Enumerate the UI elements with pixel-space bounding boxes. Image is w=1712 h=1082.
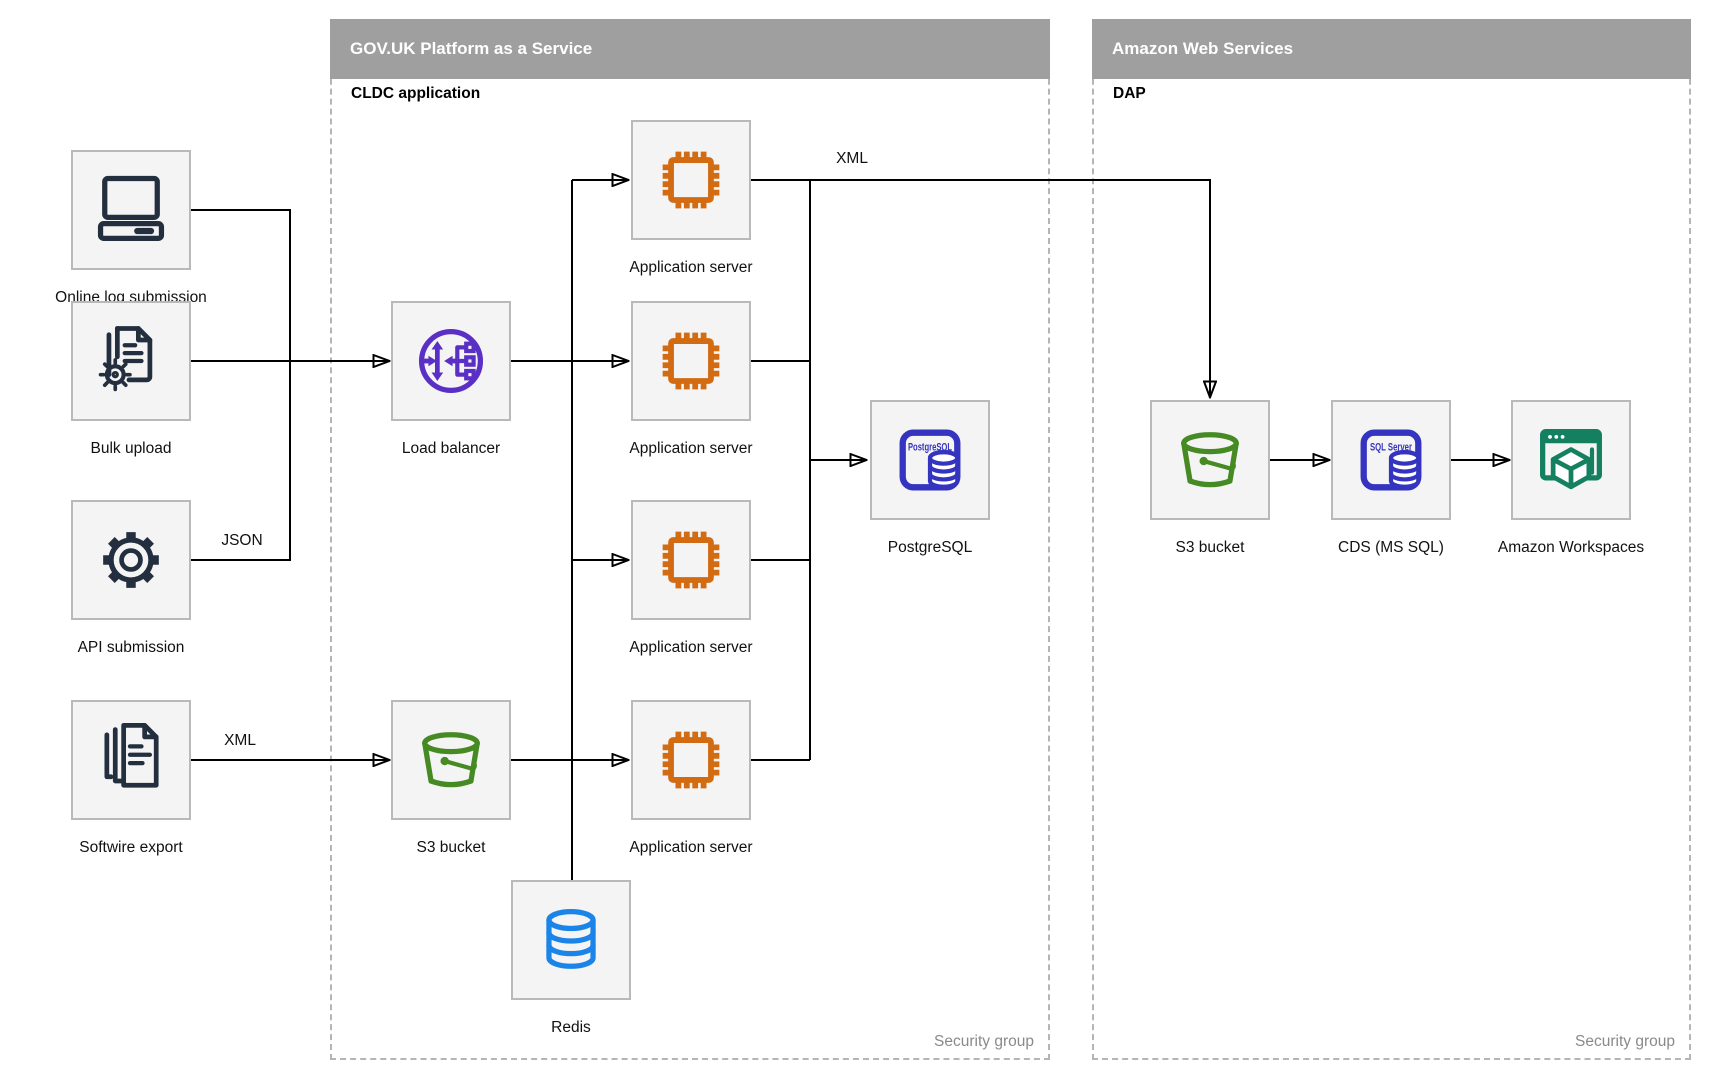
- node-api-submission: API submission: [71, 500, 191, 656]
- s3-bucket-icon: [1181, 432, 1239, 488]
- node-s3-bucket-paas: S3 bucket: [391, 700, 511, 856]
- node-label: API submission: [77, 639, 185, 656]
- sql-server-database-icon: SQL Server: [1360, 429, 1422, 491]
- node-application-server-3: Application server: [629, 500, 753, 656]
- node-redis: Redis: [511, 880, 631, 1036]
- node-postgresql: PostgreSQL PostgreSQL: [870, 400, 990, 556]
- node-application-server-4: Application server: [629, 700, 753, 856]
- node-label: Application server: [629, 639, 753, 656]
- node-label: Softwire export: [79, 839, 183, 856]
- node-label: Application server: [629, 440, 753, 457]
- node-load-balancer: Load balancer: [391, 301, 511, 457]
- node-s3-bucket-aws: S3 bucket: [1150, 400, 1270, 556]
- chip-icon: [662, 531, 720, 589]
- cldc-application-label: CLDC application: [351, 85, 481, 102]
- wire-onlinelog-api-join: [191, 209, 291, 561]
- node-label: CDS (MS SQL): [1338, 539, 1444, 556]
- aws-title: Amazon Web Services: [1112, 39, 1294, 58]
- node-application-server-2: Application server: [629, 301, 753, 457]
- node-bulk-upload: Bulk upload: [71, 301, 191, 457]
- node-softwire-export: Softwire export: [71, 700, 191, 856]
- govuk-security-group-label: Security group: [934, 1033, 1034, 1050]
- s3-bucket-icon: [422, 732, 480, 788]
- edge-label-xml-to-aws: XML: [833, 150, 871, 168]
- document-gear-icon: [98, 326, 153, 392]
- govuk-paas-header: GOV.UK Platform as a Service: [330, 19, 1050, 79]
- edge-label-xml-softwire: XML: [221, 732, 259, 750]
- documents-stack-icon: [104, 722, 159, 788]
- node-label: Bulk upload: [90, 440, 172, 457]
- node-amazon-workspaces: Amazon Workspaces: [1498, 400, 1644, 556]
- chip-icon: [662, 332, 720, 390]
- aws-header: Amazon Web Services: [1092, 19, 1691, 79]
- node-label: Application server: [629, 259, 753, 276]
- govuk-paas-title: GOV.UK Platform as a Service: [350, 39, 593, 58]
- load-balancer-icon: [418, 328, 484, 394]
- chip-icon: [662, 151, 720, 209]
- gear-icon: [103, 532, 159, 588]
- aws-container: Amazon Web Services DAP Security group: [1092, 19, 1691, 1060]
- node-label: Load balancer: [401, 440, 501, 457]
- node-label: S3 bucket: [1175, 539, 1245, 556]
- node-label: S3 bucket: [416, 839, 486, 856]
- edge-label-json: JSON: [218, 532, 266, 550]
- node-application-server-1: Application server: [629, 120, 753, 276]
- govuk-paas-container: GOV.UK Platform as a Service CLDC applic…: [330, 19, 1050, 1060]
- node-online-log-submission: Online log submission: [55, 150, 207, 306]
- node-label: PostgreSQL: [887, 539, 973, 556]
- node-label: Amazon Workspaces: [1497, 539, 1645, 556]
- aws-security-group-label: Security group: [1575, 1033, 1675, 1050]
- node-label: Application server: [629, 839, 753, 856]
- workspaces-icon: [1540, 429, 1602, 490]
- dap-label: DAP: [1113, 85, 1146, 102]
- desktop-computer-icon: [97, 175, 165, 241]
- node-label: Redis: [551, 1019, 591, 1036]
- postgresql-database-icon: PostgreSQL: [899, 429, 961, 491]
- redis-database-icon: [546, 909, 596, 969]
- node-cds-mssql: SQL Server CDS (MS SQL): [1331, 400, 1451, 556]
- chip-icon: [662, 731, 720, 789]
